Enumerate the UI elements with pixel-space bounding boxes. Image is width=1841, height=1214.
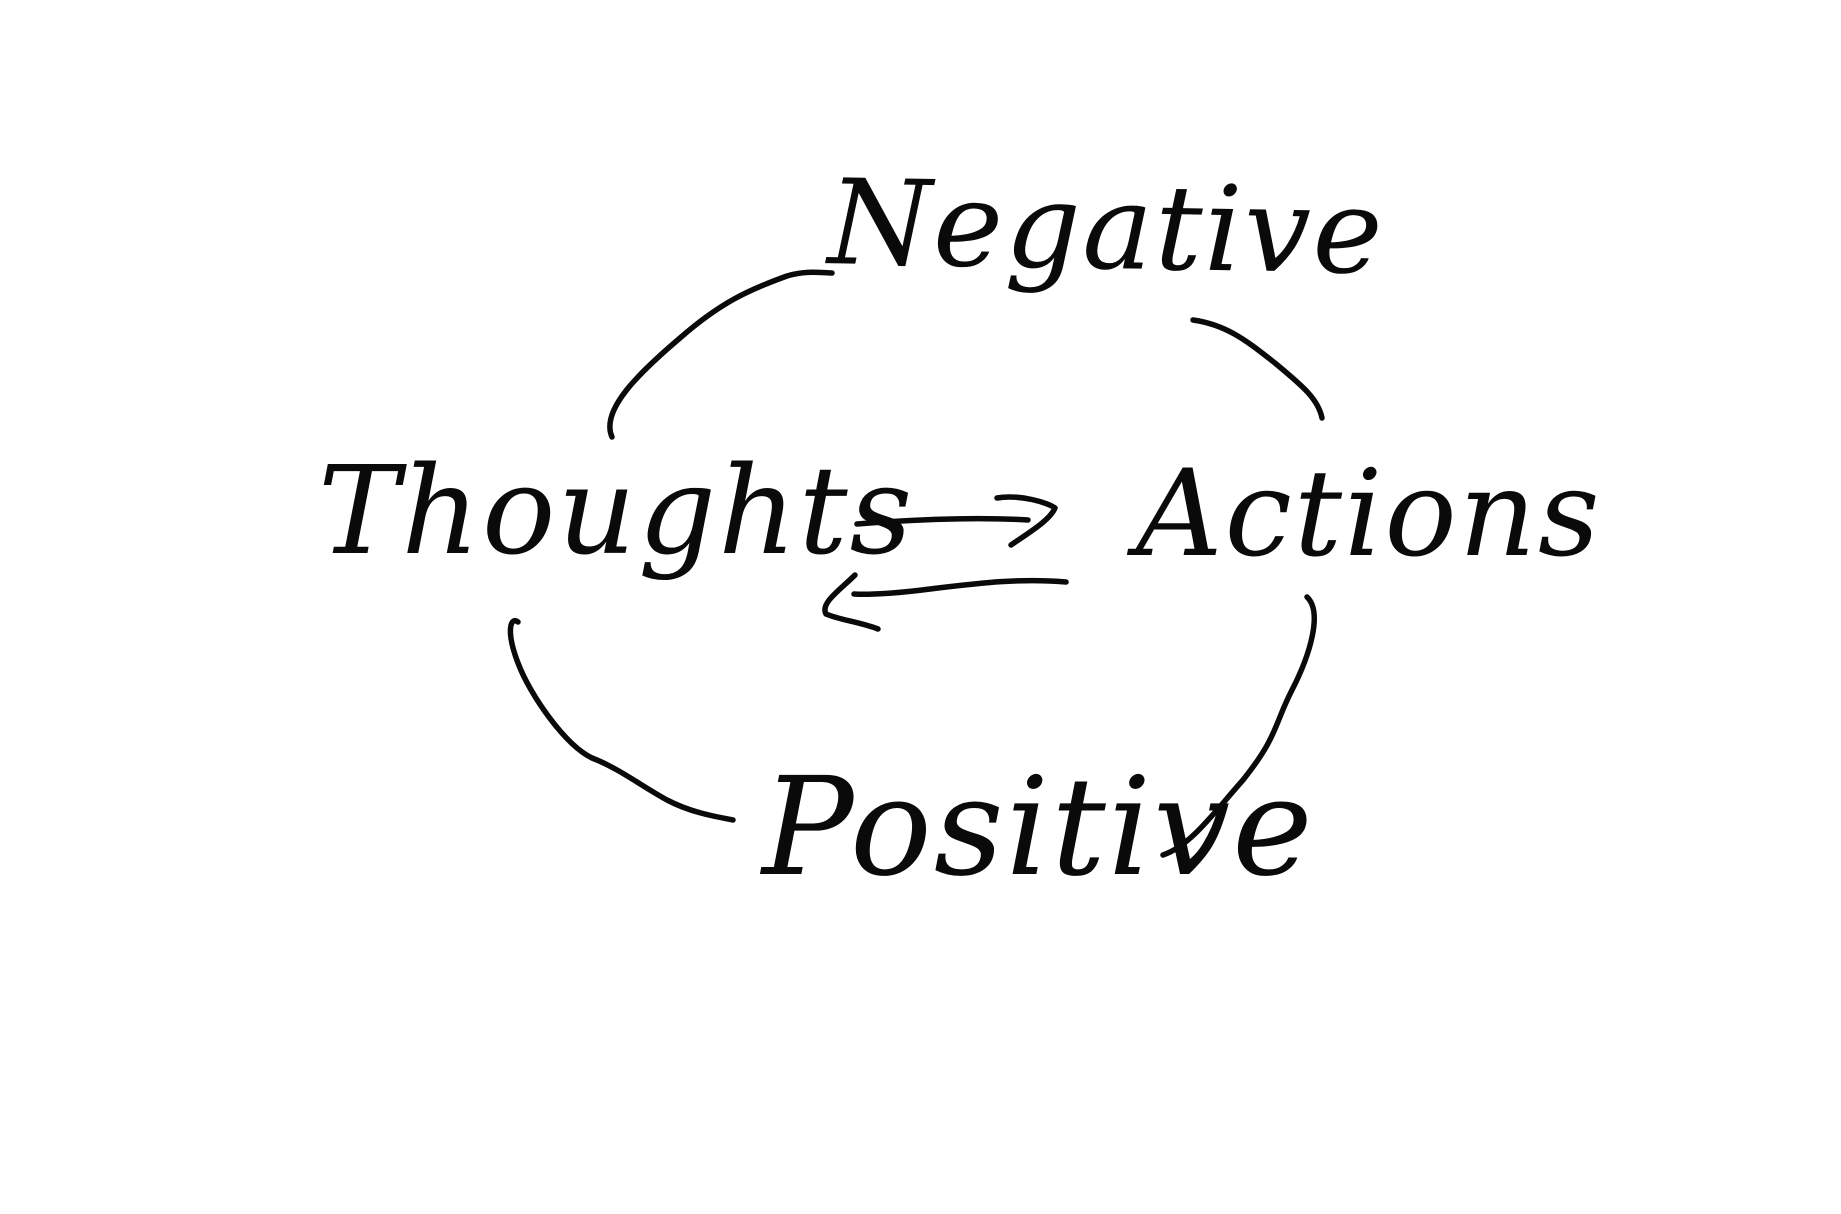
- label-thoughts: Thoughts: [318, 440, 915, 582]
- label-negative: Negative: [826, 153, 1386, 301]
- arrow-actions-to-thoughts-head: [822, 572, 881, 632]
- arrow-thoughts-to-actions-head: [994, 494, 1058, 548]
- label-positive: Positive: [762, 749, 1315, 907]
- arc-negative-to-actions: [1190, 317, 1325, 421]
- arc-actions-to-positive: [1160, 594, 1317, 858]
- arc-positive-to-thoughts: [507, 618, 736, 823]
- arrow-thoughts-to-actions: [854, 515, 1031, 527]
- arrow-actions-to-thoughts: [851, 577, 1069, 597]
- arc-thoughts-to-negative: [607, 269, 835, 440]
- label-actions: Actions: [1136, 445, 1602, 584]
